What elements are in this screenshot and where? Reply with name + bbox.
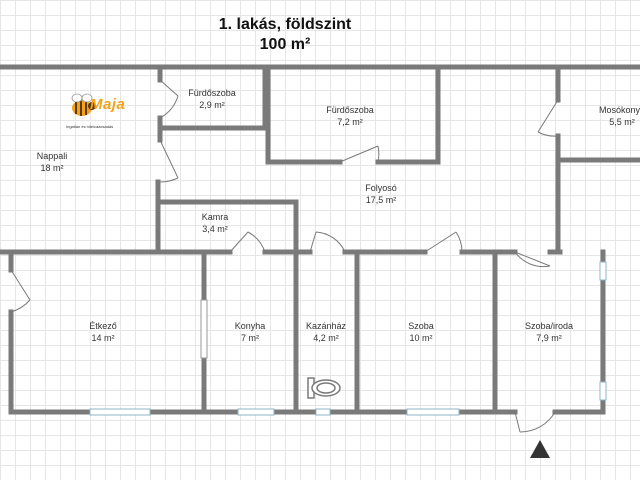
logo-tagline: Ingatlan és hitelcaácsadás (66, 124, 114, 129)
room-area: 10 m² (409, 333, 433, 343)
room-label-dining: Étkező 14 m² (89, 320, 117, 344)
room-label-room: Szoba 10 m² (408, 320, 434, 344)
door-boiler (309, 231, 346, 253)
window-kitchen (237, 408, 275, 416)
room-label-bathroom-small: Fürdőszoba 2,9 m² (188, 87, 236, 111)
plan-area: 100 m² (259, 36, 311, 53)
logo-word: Maja (90, 96, 126, 113)
room-area: 17,5 m² (365, 195, 397, 205)
opening-dining-kitchen (200, 299, 208, 359)
room-label-living: Nappali 18 m² (37, 150, 68, 174)
door-office (514, 251, 551, 268)
room-area: 14 m² (91, 333, 115, 343)
room-area: 7 m² (241, 333, 259, 343)
room-label-kitchen: Konyha 7 m² (235, 320, 266, 344)
room-name: Szoba/iroda (524, 321, 574, 331)
room-name: Konyha (234, 321, 266, 331)
room-name: Folyosó (365, 183, 397, 193)
toilet-icon (307, 377, 341, 399)
room-area: 4,2 m² (313, 333, 339, 343)
company-logo: Maja Ingatlan és hitelcaácsadás (66, 92, 130, 134)
door-dining (10, 269, 31, 313)
room-area: 7,2 m² (337, 117, 363, 127)
room-label-office: Szoba/iroda 7,9 m² (525, 320, 573, 344)
door-room (424, 231, 463, 253)
room-area: 3,4 m² (202, 224, 228, 234)
plan-title: 1. lakás, földszint (218, 16, 352, 33)
door-pantry (229, 231, 266, 253)
window-office-right-2 (599, 381, 607, 401)
entrance-arrow-icon (530, 440, 550, 458)
bee-logo-icon (71, 93, 96, 116)
room-label-corridor: Folyosó 17,5 m² (365, 182, 397, 206)
room-name: Kamra (201, 212, 229, 222)
room-label-laundry: Mosókonyh 5,5 m² (599, 104, 640, 128)
room-area: 2,9 m² (199, 100, 225, 110)
room-name: Szoba (408, 321, 434, 331)
room-name: Fürdőszoba (188, 88, 236, 98)
room-area: 5,5 m² (609, 117, 635, 127)
room-name: Mosókonyh (598, 105, 640, 115)
room-label-pantry: Kamra 3,4 m² (202, 211, 229, 235)
room-name: Fürdőszoba (326, 105, 374, 115)
door-small-bathroom (159, 79, 179, 119)
door-big-bathroom (339, 145, 380, 163)
window-office-right (599, 261, 607, 281)
door-entrance (514, 411, 556, 433)
window-dining (89, 408, 151, 416)
window-room (406, 408, 460, 416)
room-name: Kazánház (305, 321, 347, 331)
room-area: 7,9 m² (536, 333, 562, 343)
door-nappali (159, 139, 179, 183)
window-boiler (315, 408, 331, 416)
room-name: Étkező (89, 321, 117, 331)
room-area: 18 m² (40, 163, 64, 173)
room-label-bathroom-big: Fürdőszoba 7,2 m² (326, 104, 374, 128)
door-laundry (537, 99, 559, 137)
room-label-boiler: Kazánház 4,2 m² (306, 320, 346, 344)
room-name: Nappali (36, 151, 68, 161)
